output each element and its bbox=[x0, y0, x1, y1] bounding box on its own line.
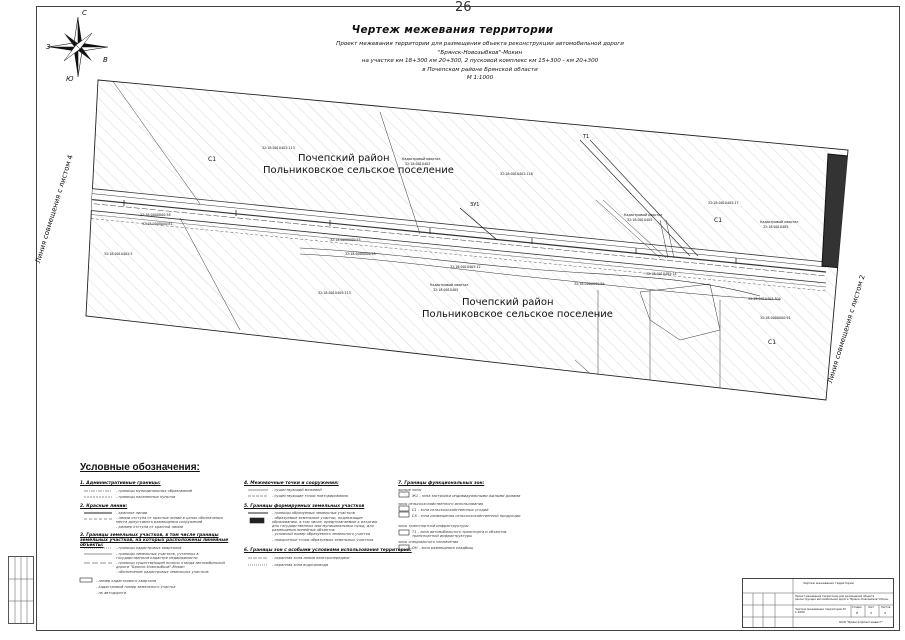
legend-item: - границы населенных пунктов bbox=[116, 495, 176, 499]
legend-item: - обозначение кадастровых земельных учас… bbox=[116, 570, 209, 574]
parcel-label: 32:18:0010402:5 bbox=[104, 252, 133, 256]
title-block-sheet: 3 bbox=[870, 611, 872, 615]
legend-section-title: 3. Границы земельных участков, в том чис… bbox=[80, 533, 229, 548]
settlement-label-2: Польниковское сельское поселение bbox=[422, 309, 613, 320]
subtitle-line-1: Проект межевания территории для размещен… bbox=[336, 41, 624, 47]
legend-item: - границы земельных участков, учтенных в… bbox=[116, 552, 199, 560]
parcel-label: 32:18:0010405:313 bbox=[318, 291, 351, 295]
cadastral-quarter-number: 32:18:0010405 bbox=[763, 225, 789, 229]
title-block-sheets-header: Листов bbox=[881, 606, 891, 609]
cadastral-quarter-label: Кадастровый квартал bbox=[430, 283, 469, 287]
legend-item: Т1 - зона автомобильного транспорта и об… bbox=[412, 530, 507, 538]
legend-section-title: 4. Межевочные точки и сооружения: bbox=[244, 481, 339, 486]
title-block-description: Проект межевания территории для размещен… bbox=[795, 595, 889, 601]
legend-item: - красные линии bbox=[116, 511, 148, 515]
legend-item: СХ - зона размещения сельскохозяйственно… bbox=[412, 514, 521, 518]
legend-section-title: 5. Границы формируемых земельных участко… bbox=[244, 504, 365, 509]
subtitle-line-5: М 1:1000 bbox=[466, 75, 494, 81]
parcel-label: 32:18:0000000:55 bbox=[330, 238, 361, 242]
legend-item: - охранная зона водопровода bbox=[272, 563, 329, 567]
legend-item: - границы муниципальных образований bbox=[116, 489, 192, 493]
legend-title: Условные обозначения: bbox=[80, 462, 200, 473]
parcel-label: 32:18:0010405:12 bbox=[450, 265, 481, 269]
parcel-label: 32:18:0000000:64 bbox=[574, 282, 605, 286]
subtitle-line-3: на участке км 18+300 км 20+300, 2 пусков… bbox=[361, 58, 599, 64]
legend-item: - охранная зона линии электропередачи bbox=[272, 556, 350, 560]
legend-item: - существующий межевой bbox=[272, 488, 322, 492]
legend-subheading: зоны транспортной инфраструктуры bbox=[398, 524, 469, 528]
district-label-1: Почепский район bbox=[298, 153, 390, 164]
page-number: 26 bbox=[455, 0, 472, 15]
parcel-label: 32:18:0010405:304 bbox=[748, 297, 781, 301]
compass-west-label: З bbox=[46, 43, 51, 51]
legend-subheading: зоны сельскохозяйственного использования bbox=[398, 502, 484, 506]
cadastral-quarter-label: Кадастровый квартал bbox=[402, 157, 441, 161]
title-block-org: ООО "Брянскпроектинвест" bbox=[839, 620, 884, 624]
parcel-label: 32:18:0010405:17 bbox=[708, 201, 739, 205]
legend-item: - границы существующей полосы отвода авт… bbox=[116, 561, 225, 569]
title-block-stage-header: Стадия bbox=[852, 606, 862, 609]
parcel-label: 32:18:0010402:116 bbox=[500, 172, 533, 176]
subtitle-line-2: "Брянск-Новозыбков"-Мокин bbox=[437, 49, 523, 56]
zone-zu1-label: ЗУ1 bbox=[470, 202, 480, 208]
legend-section-title: 1. Административные границы: bbox=[80, 481, 161, 486]
zone-c1-label: С1 bbox=[768, 339, 777, 346]
title-block-sheets: 4 bbox=[884, 611, 886, 615]
parcel-label: 32:18:0000000:91 bbox=[760, 316, 791, 320]
legend-item: - номер кадастрового квартала bbox=[96, 579, 157, 583]
parcel-label: 32:18:0000000:81 bbox=[142, 222, 173, 226]
zone-t1-label: Т1 bbox=[583, 134, 590, 140]
legend-item: - образуемые земельные участки, подлежащ… bbox=[272, 516, 378, 532]
cadastral-quarter-label: Кадастровый квартал bbox=[624, 213, 663, 217]
legend-subheading: жилые зоны bbox=[398, 488, 422, 492]
legend-section-title: 6. Границы зон с особыми условиями испол… bbox=[244, 548, 412, 553]
compass-south-label: Ю bbox=[66, 75, 74, 83]
legend-item: - поворотные точки образуемых земельных … bbox=[272, 538, 374, 542]
legend-item: - линии отступа от красных линий в целях… bbox=[116, 516, 223, 524]
parcel-label: 32:18:0010405:14 bbox=[646, 272, 677, 276]
district-label-2: Почепский район bbox=[462, 297, 554, 308]
legend-item: - кадастровый номер земельного участка bbox=[96, 585, 176, 589]
cadastral-quarter-number: 32:18:0010405 bbox=[627, 218, 653, 222]
legend-item: ОН - зона размещения кладбищ bbox=[412, 546, 473, 550]
legend-subheading: зоны специального назначения bbox=[398, 540, 459, 544]
parcel-label: 32:18:0010402:113 bbox=[262, 146, 295, 150]
settlement-label-1: Польниковское сельское поселение bbox=[263, 165, 454, 176]
subtitle-line-4: в Почепском районе Брянской области bbox=[422, 66, 538, 73]
legend-item: - границы кадастровых кварталов bbox=[116, 546, 182, 550]
legend-item: - границы образуемых земельных участков bbox=[272, 511, 355, 515]
legend-item: - условный номер образуемого земельного … bbox=[272, 532, 371, 536]
title-block: Чертеж межевания территории Проект межев… bbox=[742, 578, 894, 628]
legend-item: Ж1 - зона застройки индивидуальными жилы… bbox=[412, 494, 521, 498]
legend-item: - пк автодороги bbox=[96, 591, 127, 595]
legend-section-title: 2. Красные линии: bbox=[80, 504, 128, 509]
zone-c1-label: С1 bbox=[714, 217, 723, 224]
drawing-title: Чертеж межевания территории bbox=[351, 24, 554, 36]
parcel-label: 32:18:0000000:58 bbox=[140, 213, 171, 217]
legend-item: - существующие точки повторирования bbox=[272, 494, 348, 498]
parcel-label: 32:18:0000000:53 bbox=[345, 252, 376, 256]
title-block-sheet-name: Чертеж межевания территории М 1:1000 bbox=[795, 607, 846, 614]
side-stamp bbox=[8, 556, 34, 624]
cadastral-quarter-number: 32:18:0010405 bbox=[433, 288, 459, 292]
cadastral-quarter-label: Кадастровый квартал bbox=[760, 220, 799, 224]
legend-item: - размер отступа от красной линии bbox=[116, 525, 184, 529]
compass-north-label: С bbox=[82, 9, 87, 17]
legend-item: С1 - зона сельскохозяйственных угодий bbox=[412, 508, 489, 512]
cadastral-quarter-number: 32:18:0010402 bbox=[405, 162, 431, 166]
title-block-sheet-header: Лист bbox=[868, 606, 875, 609]
zone-c1-label: С1 bbox=[208, 156, 217, 163]
drawing-frame bbox=[36, 6, 900, 631]
legend-section-title: 7. Границы функциональных зон: bbox=[398, 481, 485, 486]
title-block-stage: П bbox=[856, 611, 859, 615]
compass-east-label: В bbox=[103, 56, 108, 64]
title-block-header: Чертеж межевания территории bbox=[803, 581, 854, 585]
